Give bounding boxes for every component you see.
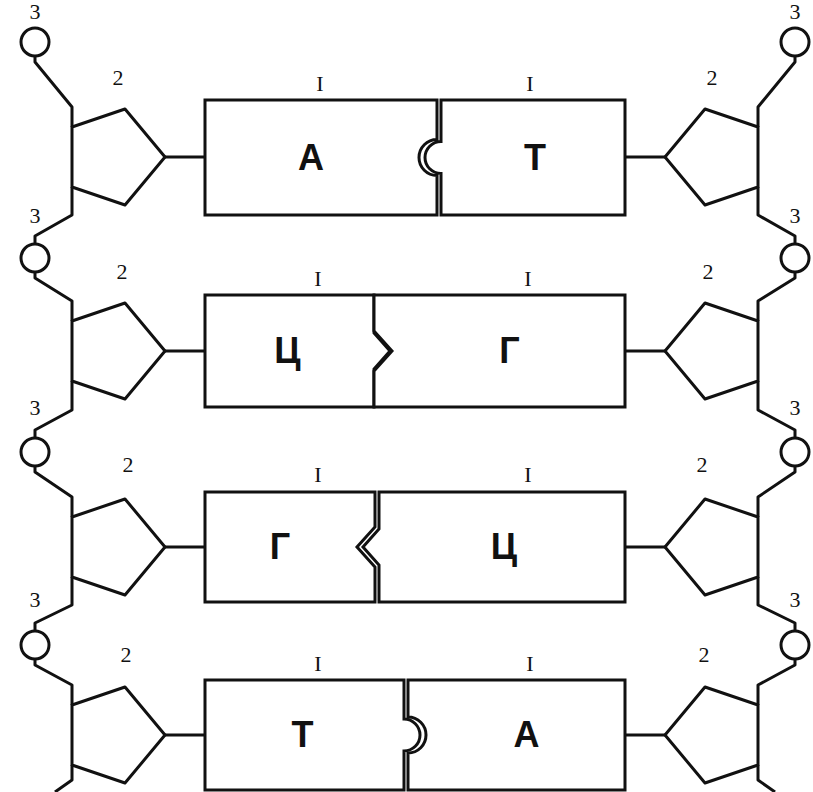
nucleotide-base: А (408, 680, 625, 790)
callout-number: 2 (697, 454, 708, 476)
base-letter: Ц (274, 333, 300, 369)
callout-number: 3 (790, 397, 801, 419)
base-letter: А (514, 717, 540, 753)
callout-number: I (314, 653, 321, 675)
callout-number: 3 (790, 205, 801, 227)
callout-number: I (526, 653, 533, 675)
callout-number: 3 (30, 589, 41, 611)
callout-number: 2 (703, 261, 714, 283)
callout-number: 2 (117, 261, 128, 283)
callout-number: 2 (123, 454, 134, 476)
callout-number: 2 (707, 67, 718, 89)
callout-number: I (524, 464, 531, 486)
base-letter: А (298, 140, 324, 176)
nucleotide-base: Т (205, 680, 420, 790)
callout-number: I (524, 268, 531, 290)
callout-number: 3 (30, 397, 41, 419)
nucleotide-base: Г (374, 295, 625, 407)
base-letter: Т (524, 140, 546, 176)
callout-number: I (314, 268, 321, 290)
base-letter: Г (499, 333, 519, 369)
nucleotide-base: Т (425, 100, 625, 215)
callout-number: I (316, 73, 323, 95)
callout-number: 3 (790, 589, 801, 611)
callout-number: 2 (121, 644, 132, 666)
base-letter: Г (270, 529, 290, 565)
nucleotide-base: Ц (205, 295, 390, 407)
callout-number: 3 (30, 205, 41, 227)
callout-number: 2 (113, 67, 124, 89)
callout-number: I (314, 464, 321, 486)
base-letter: Т (292, 717, 314, 753)
callout-number: I (526, 73, 533, 95)
callout-number: 2 (699, 644, 710, 666)
base-letter: Ц (491, 529, 517, 565)
nucleotide-base: Г (205, 492, 375, 602)
nucleotide-base: А (205, 100, 437, 215)
callout-number: 3 (30, 1, 41, 23)
nucleotide-base: Ц (363, 492, 625, 602)
callout-number: 3 (790, 1, 801, 23)
